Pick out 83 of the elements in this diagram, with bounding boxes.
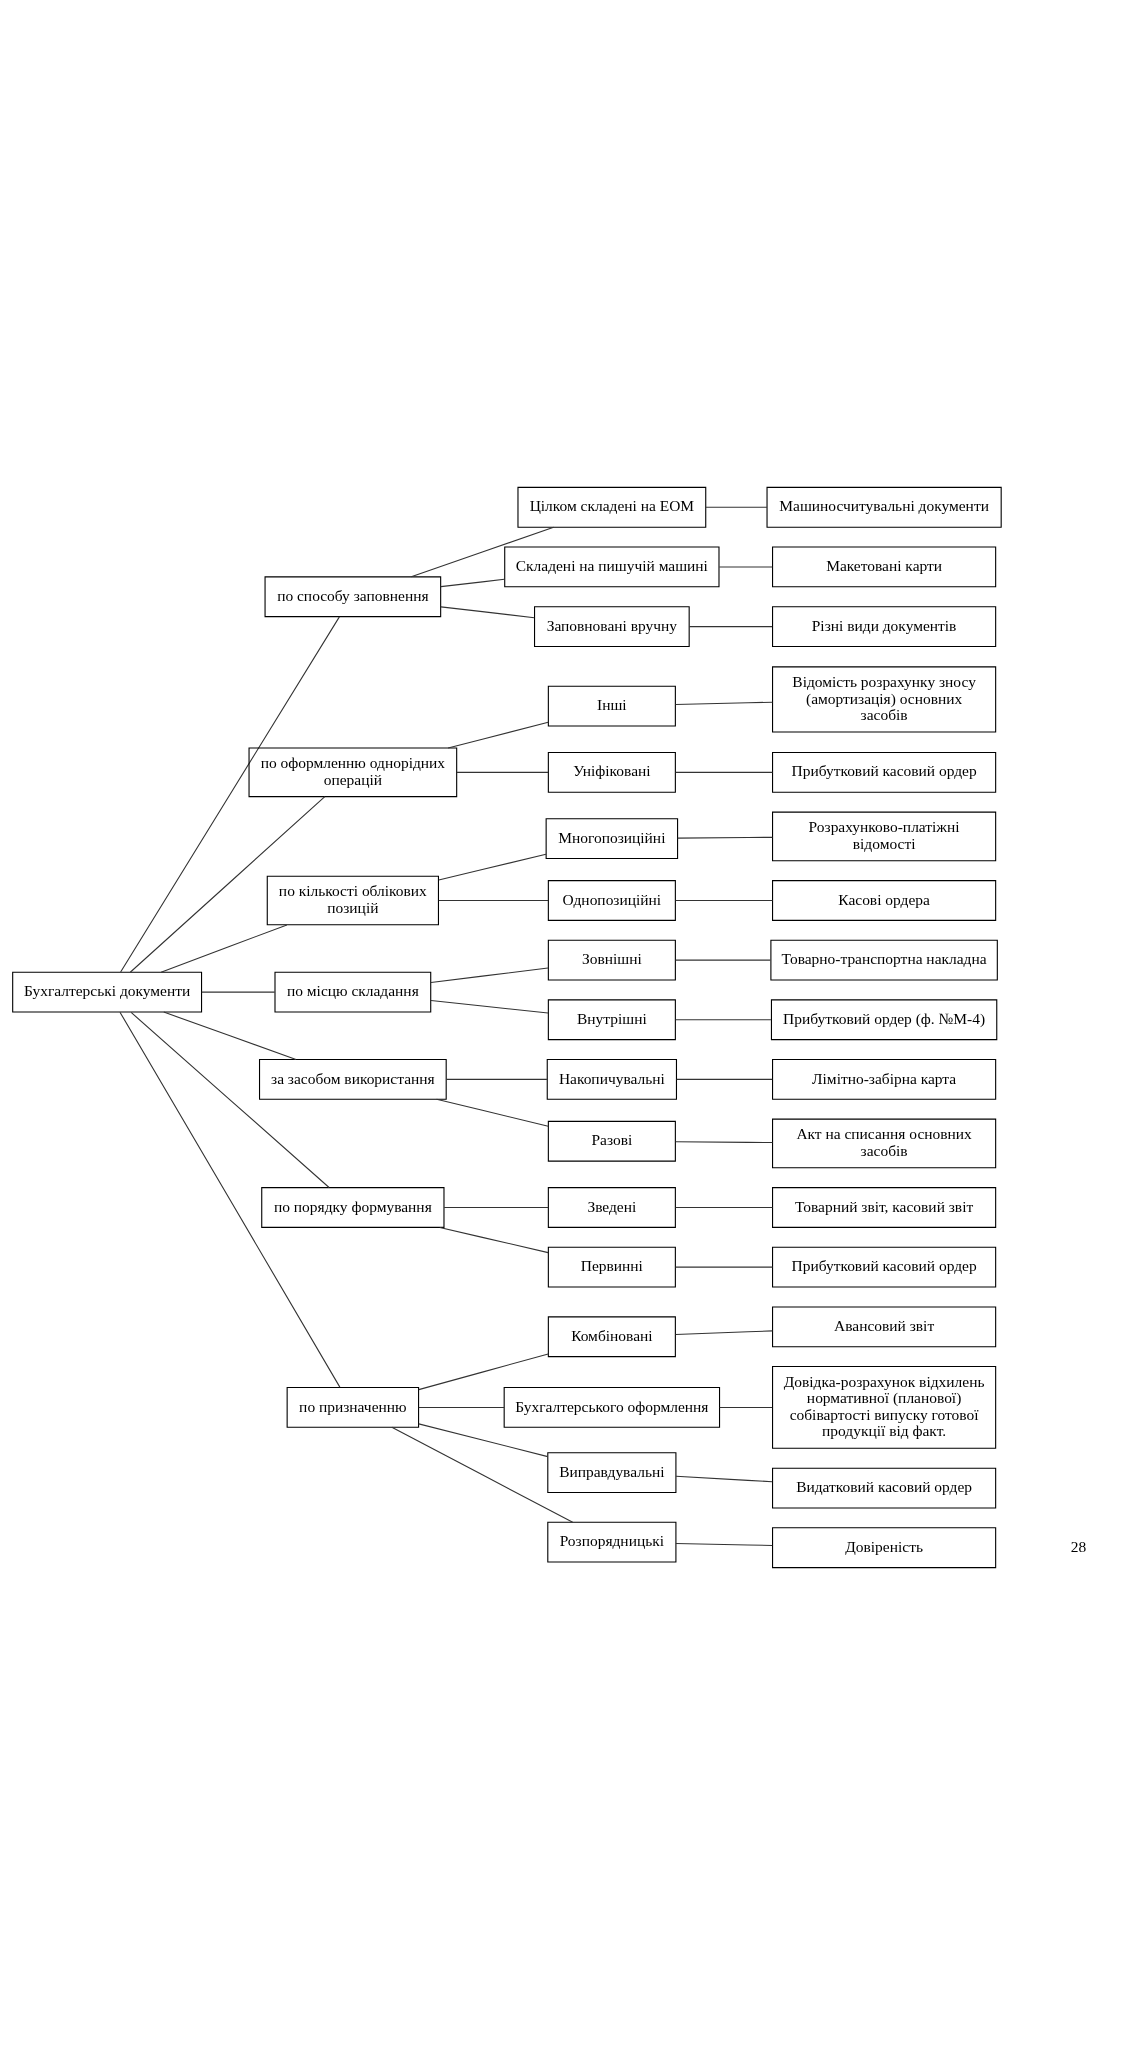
node-box: Первинні (547, 1246, 676, 1288)
connector (447, 721, 549, 749)
node-box: Зведені (547, 1186, 676, 1228)
connector (675, 1018, 772, 1020)
node-box: Лімітно-забірна карта (772, 1058, 997, 1100)
connector (418, 1352, 549, 1390)
node-box: Цілком складені на ЕОМ (517, 486, 707, 528)
connector (443, 1206, 549, 1208)
node-box: Зовнішні (547, 939, 676, 981)
connector (430, 999, 549, 1014)
node-box: Многопозиційні (545, 817, 679, 859)
node-box: Прибутковий касовий ордер (772, 1246, 997, 1288)
connector (120, 615, 340, 973)
connector (438, 853, 547, 881)
connector (119, 1011, 341, 1388)
node-box: Інші (547, 685, 676, 727)
label: 28 (1070, 1537, 1087, 1555)
connector (418, 1422, 549, 1457)
node-box: Накопичувальні (546, 1058, 677, 1100)
connector (718, 565, 773, 567)
connector (418, 1406, 505, 1408)
node-box: Складені на пишучій машині (504, 546, 720, 587)
connector (391, 1426, 574, 1523)
connector (705, 506, 768, 508)
connector (675, 1140, 774, 1143)
node-box: Розрахунково-платіжні відомості (772, 811, 997, 861)
connector (675, 1329, 774, 1335)
node-box: Внутрішні (547, 998, 676, 1040)
node-box: Товарний звіт, касовий звіт (772, 1186, 997, 1228)
connector (675, 1206, 774, 1208)
connector (675, 771, 774, 773)
node-box: Заповновані вручну (534, 605, 690, 647)
node-box: по порядку формування (261, 1186, 445, 1228)
node-box: по способу заповнення (264, 575, 442, 617)
connector (163, 1011, 297, 1060)
connector (676, 1078, 773, 1080)
node-box: по оформленню однорідних операцій (248, 747, 458, 797)
node-box: Прибутковий касовий ордер (772, 751, 997, 793)
node-box: Розпорядницькі (547, 1521, 677, 1563)
node-box: Видатковий касовий ордер (772, 1467, 997, 1508)
node-box: Виправдувальні (547, 1451, 677, 1493)
connector (675, 701, 774, 705)
node-box: Однопозиційні (547, 879, 676, 921)
connector (675, 1475, 773, 1482)
node-box: Касові ордера (772, 879, 997, 921)
node-box: Довідка-розрахунок відхилень нормативної (планової) собівартості випуску готової продукції від факт. (772, 1365, 997, 1449)
connector (688, 625, 773, 627)
node-box: Машиносчитувальні документи (766, 486, 1002, 528)
connector (675, 1542, 773, 1546)
node-box: за засобом використання (258, 1058, 447, 1100)
connector (456, 771, 549, 773)
connector (130, 1011, 330, 1188)
node-box: Макетовані карти (772, 546, 997, 587)
node-box: по кількості облікових позицій (266, 875, 439, 925)
node-box: Довіреність (772, 1526, 997, 1568)
node-box: Бухгалтерські документи (12, 971, 203, 1013)
node-box: Відомість розрахунку зносу (амортизація) основних засобів (772, 665, 997, 733)
connector (445, 1078, 548, 1080)
connector (719, 1406, 773, 1408)
node-box: Комбіновані (547, 1315, 676, 1357)
connector (436, 1098, 549, 1127)
node-box: Бухгалтерського оформлення (503, 1386, 721, 1428)
node-box: по місцю складання (274, 971, 432, 1013)
connector (430, 966, 549, 983)
node-box: Різні види документів (772, 605, 997, 647)
connector (440, 578, 505, 587)
node-box: Авансовий звіт (772, 1305, 997, 1347)
node-box: Акт на списання основних засобів (772, 1118, 997, 1168)
connector (160, 923, 288, 973)
node-box: Разові (547, 1120, 676, 1162)
connector (439, 1226, 549, 1253)
connector (438, 899, 549, 901)
connector (675, 1266, 774, 1268)
node-box: Прибутковий ордер (ф. №М-4) (770, 998, 998, 1040)
connector (201, 991, 276, 993)
connector (129, 795, 326, 973)
connector (677, 836, 773, 839)
connector (675, 899, 774, 901)
node-box: Уніфіковані (547, 751, 676, 793)
node-box: Товарно-транспортна накладна (770, 939, 998, 981)
node-box: по призначенню (286, 1386, 420, 1428)
connector (675, 959, 771, 961)
connector (440, 605, 535, 618)
